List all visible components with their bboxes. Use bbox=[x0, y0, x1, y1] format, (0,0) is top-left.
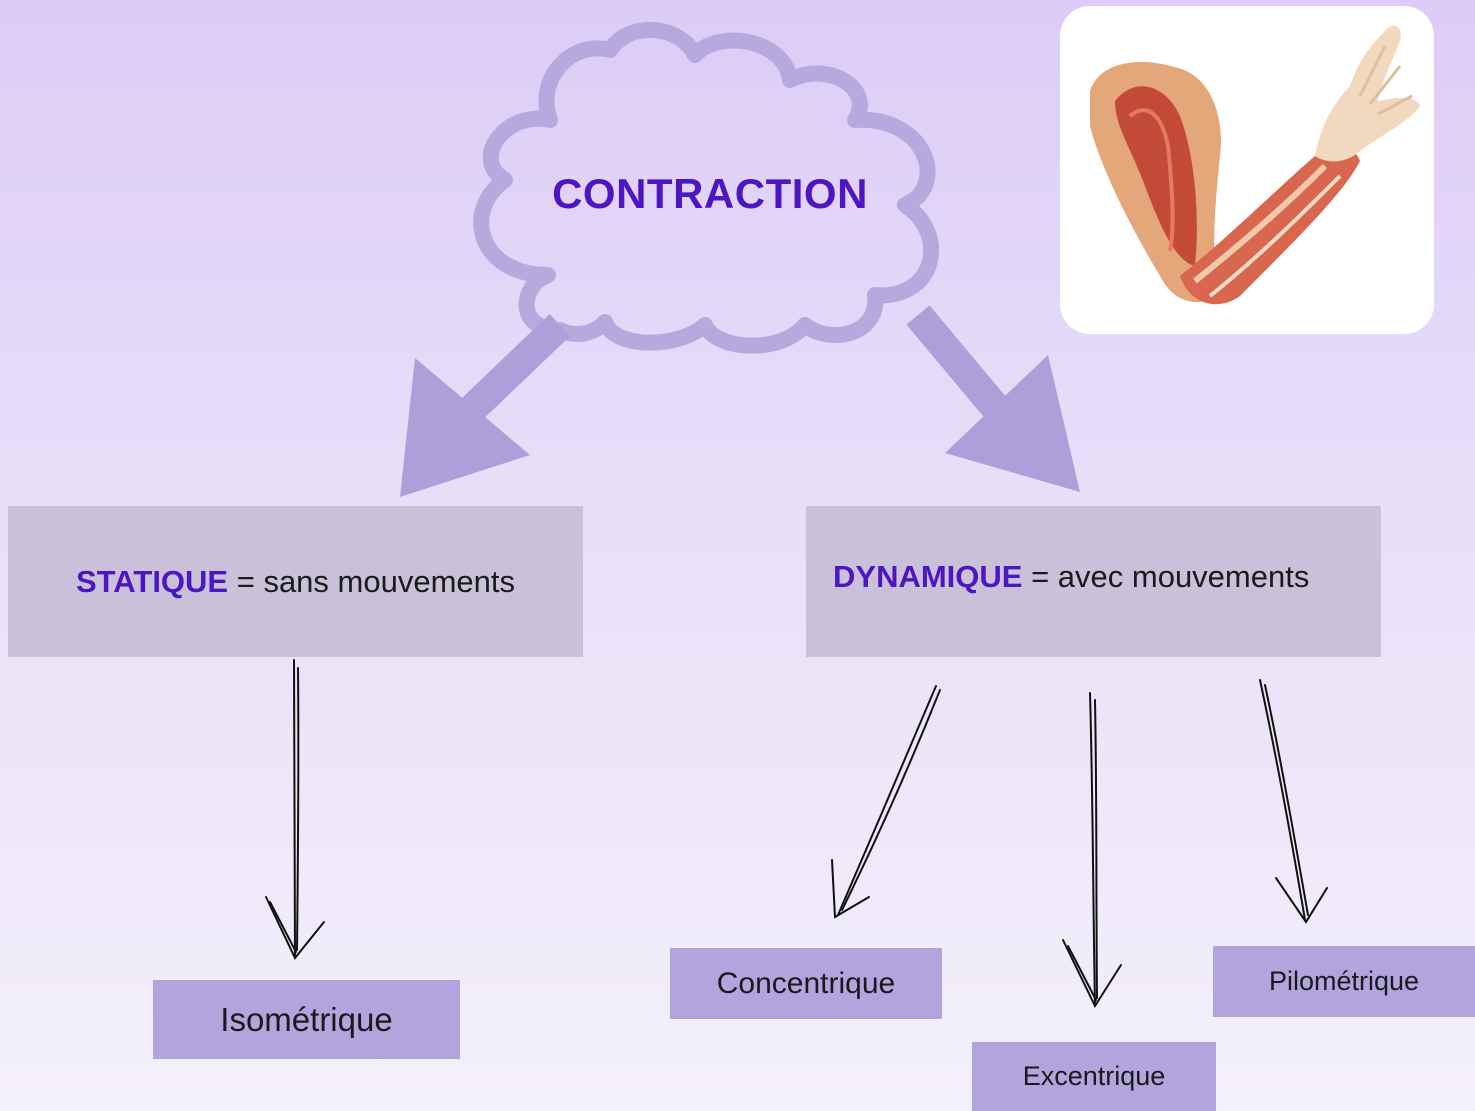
arrow-static-to-isometric bbox=[266, 660, 324, 958]
isometric-box: Isométrique bbox=[153, 980, 460, 1059]
plyometric-label: Pilométrique bbox=[1269, 966, 1419, 997]
eccentric-label: Excentrique bbox=[1023, 1061, 1166, 1092]
arrow-dynamic-to-plyometric bbox=[1260, 680, 1327, 922]
isometric-label: Isométrique bbox=[220, 1001, 392, 1039]
eccentric-box: Excentrique bbox=[972, 1042, 1216, 1111]
arrow-dynamic-to-eccentric bbox=[1063, 693, 1121, 1006]
plyometric-box: Pilométrique bbox=[1213, 946, 1475, 1017]
arrow-dynamic-to-concentric bbox=[832, 686, 940, 917]
concentric-label: Concentrique bbox=[717, 967, 895, 1001]
concentric-box: Concentrique bbox=[670, 948, 942, 1019]
